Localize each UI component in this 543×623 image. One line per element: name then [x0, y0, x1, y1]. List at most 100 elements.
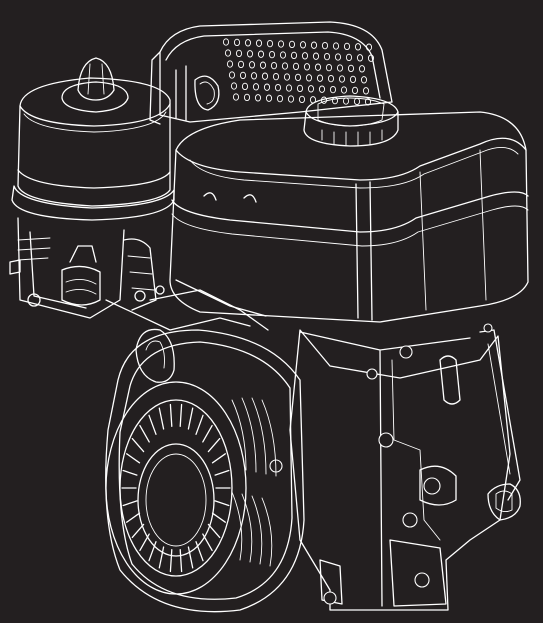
vent-hole — [360, 76, 368, 84]
vent-hole — [233, 38, 241, 47]
vent-hole — [296, 84, 304, 93]
vent-hole — [338, 75, 346, 83]
fan-slot — [139, 424, 150, 443]
vent-hole — [257, 50, 265, 58]
fan-slot — [131, 523, 145, 539]
vent-hole — [318, 85, 326, 93]
fan-slot — [207, 523, 221, 539]
vent-hole — [237, 60, 245, 69]
vent-hole — [224, 49, 232, 57]
vent-hole — [364, 98, 372, 106]
fan-slot — [202, 424, 213, 443]
fan-slot — [214, 469, 230, 476]
fan-slot — [187, 546, 194, 569]
fan-slot — [202, 533, 213, 552]
vent-hole — [312, 52, 320, 60]
vent-hole — [292, 62, 300, 71]
vent-hole — [356, 54, 364, 62]
vent-hole — [340, 86, 348, 94]
vent-hole — [268, 50, 276, 59]
vent-hole — [365, 43, 373, 51]
vent-hole — [327, 74, 335, 83]
vent-hole — [299, 41, 307, 49]
fan-slot — [195, 541, 204, 562]
fan-slot — [158, 546, 165, 569]
vent-hole — [265, 94, 273, 102]
vent-hole — [270, 61, 278, 70]
tank-bracket-crankcase — [289, 329, 521, 611]
recoil-starter-housing — [105, 328, 305, 613]
vent-hole — [316, 74, 324, 82]
vent-hole — [287, 95, 295, 103]
vent-hole — [310, 41, 318, 49]
vent-hole — [345, 53, 353, 62]
vent-hole — [298, 95, 306, 104]
vent-hole — [277, 40, 285, 48]
vent-hole — [259, 61, 267, 69]
vent-hole — [323, 52, 331, 61]
vent-hole — [239, 71, 247, 80]
air-cleaner — [11, 57, 175, 221]
fan-slot — [214, 500, 230, 507]
fan-slot — [195, 414, 204, 435]
vent-hole — [332, 42, 340, 50]
vent-hole — [255, 39, 263, 47]
fan-slot — [169, 403, 173, 427]
fan-slot — [179, 403, 183, 427]
vent-hole — [301, 52, 309, 60]
vent-hole — [241, 82, 249, 91]
vent-hole — [307, 85, 315, 93]
vent-hole — [294, 73, 302, 82]
vent-hole — [329, 85, 337, 94]
vent-hole — [274, 83, 282, 92]
vent-hole — [232, 93, 240, 101]
fan-slot — [169, 549, 173, 573]
vent-hole — [243, 93, 251, 102]
vent-hole — [261, 72, 269, 80]
fan-slot — [131, 437, 145, 453]
vent-hole — [342, 97, 350, 105]
vent-hole — [226, 60, 234, 68]
vent-hole — [343, 42, 351, 51]
vent-hole — [362, 87, 370, 95]
vent-hole — [349, 75, 357, 84]
vent-hole — [279, 51, 287, 59]
throttle-linkage — [149, 279, 269, 331]
vent-hole — [263, 83, 271, 91]
vent-hole — [246, 50, 254, 58]
vent-hole — [248, 61, 256, 69]
vent-hole — [230, 82, 238, 90]
fan-slot — [148, 414, 157, 435]
fan-slot — [122, 500, 138, 507]
fan-slot — [187, 407, 194, 430]
carburetor-assembly — [9, 217, 251, 331]
oil-filler-cap — [487, 483, 521, 521]
vent-hole — [244, 39, 252, 47]
vent-hole — [222, 38, 230, 46]
vent-hole — [254, 94, 262, 102]
vent-hole — [321, 41, 329, 50]
fan-slot — [148, 541, 157, 562]
fan-slot — [126, 512, 141, 523]
fan-slot — [122, 469, 138, 476]
vent-hole — [228, 71, 236, 79]
vent-hole — [314, 63, 322, 71]
vent-hole — [290, 51, 298, 60]
vent-hole — [354, 43, 362, 51]
fan-slot — [211, 453, 226, 464]
starter-rib-grille — [231, 397, 277, 567]
vent-hole — [353, 97, 361, 106]
vent-hole — [288, 40, 296, 49]
fan-slot — [207, 437, 221, 453]
vent-hole — [235, 49, 243, 58]
vent-hole — [281, 62, 289, 70]
fan-slot — [211, 512, 226, 523]
starter-fan-slots — [121, 403, 231, 573]
vent-hole — [276, 94, 284, 103]
vent-hole — [325, 63, 333, 72]
vent-hole — [250, 72, 258, 80]
shroud-vent-holes — [222, 38, 375, 106]
vent-hole — [266, 39, 274, 48]
vent-hole — [272, 72, 280, 81]
